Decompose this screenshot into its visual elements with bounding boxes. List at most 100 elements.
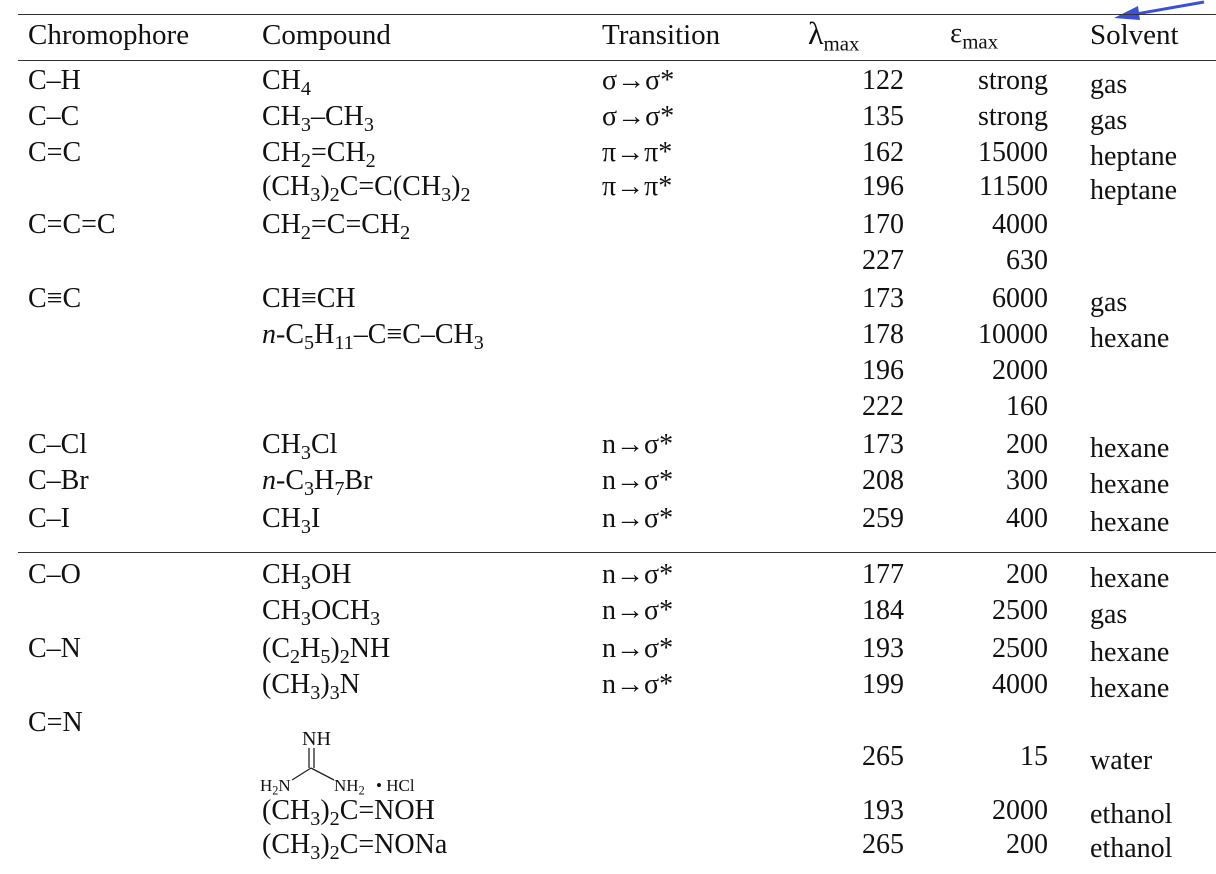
lambda-max-cell: 135 [862, 101, 904, 132]
guanidine-imine-label: NH [302, 728, 331, 750]
compound-cell: CH≡CH [262, 283, 356, 314]
transition-cell: n→σ* [602, 465, 674, 496]
chromophore-cell: C=C [28, 137, 82, 168]
chromophore-cell: C–Cl [28, 429, 88, 460]
lambda-max-cell: 196 [862, 171, 904, 202]
header-transition: Transition [602, 19, 721, 51]
solvent-cell: heptane [1090, 175, 1178, 206]
solvent-cell: gas [1090, 287, 1128, 318]
compound-cell: n-C3H7Br [262, 465, 373, 501]
guanidine-bonds-icon [291, 748, 335, 781]
epsilon-max-cell: 15000 [978, 137, 1048, 168]
guanidine-right-label: NH2 [334, 776, 365, 798]
header-epsilon-max: εmax [950, 17, 998, 52]
epsilon-max-cell: 200 [1006, 429, 1048, 460]
solvent-cell: hexane [1090, 673, 1170, 704]
epsilon-max-cell: 2500 [992, 595, 1048, 626]
chromophore-cell: C≡C [28, 283, 82, 314]
solvent-cell: hexane [1090, 323, 1170, 354]
lambda-max-cell: 173 [862, 283, 904, 314]
chromophore-cell: C–C [28, 101, 80, 132]
guanidine-structure: NH H2N NH2 • HCl [260, 728, 502, 797]
section-rule [18, 552, 1216, 553]
transition-cell: n→σ* [602, 559, 674, 590]
lambda-max-cell: 222 [862, 391, 904, 422]
transition-cell: n→σ* [602, 633, 674, 664]
chromophore-cell: C–Br [28, 465, 89, 496]
chromophore-cell: C=N [28, 707, 83, 738]
lambda-max-cell: 265 [862, 829, 904, 860]
compound-cell: CH3–CH3 [262, 101, 374, 137]
compound-cell: n-C5H11–C≡C–CH3 [262, 319, 484, 355]
compound-cell: CH3OCH3 [262, 595, 381, 631]
chromophore-cell: C=C=C [28, 209, 116, 240]
epsilon-max-cell: 11500 [979, 171, 1048, 202]
guanidine-salt-label: • HCl [376, 776, 415, 795]
epsilon-max-cell: 6000 [992, 283, 1048, 314]
header-rule [18, 60, 1216, 61]
solvent-cell: hexane [1090, 433, 1170, 464]
top-rule [18, 14, 1216, 15]
epsilon-max-cell: 200 [1006, 559, 1048, 590]
solvent-cell: gas [1090, 105, 1128, 136]
solvent-cell: water [1090, 745, 1153, 776]
solvent-cell: ethanol [1090, 833, 1173, 864]
chromophore-cell: C–N [28, 633, 81, 664]
epsilon-max-cell: strong [978, 65, 1048, 96]
transition-cell: σ→σ* [602, 65, 675, 96]
lambda-max-cell: 177 [862, 559, 904, 590]
epsilon-max-cell: 630 [1006, 245, 1048, 276]
lambda-max-cell: 259 [862, 503, 904, 534]
lambda-max-cell: 199 [862, 669, 904, 700]
compound-cell: CH2=CH2 [262, 137, 376, 173]
epsilon-max-cell: 15 [1020, 741, 1048, 772]
lambda-max-cell: 196 [862, 355, 904, 386]
transition-cell: σ→σ* [602, 101, 675, 132]
solvent-cell: gas [1090, 599, 1128, 630]
compound-cell: (CH3)2C=NOH [262, 795, 435, 831]
solvent-cell: gas [1090, 69, 1128, 100]
epsilon-max-cell: 400 [1006, 503, 1048, 534]
chromophore-cell: C–O [28, 559, 81, 590]
transition-cell: π→π* [602, 171, 673, 202]
lambda-max-cell: 193 [862, 633, 904, 664]
header-lambda-max: λmax [808, 15, 859, 54]
lambda-max-cell: 173 [862, 429, 904, 460]
solvent-cell: heptane [1090, 141, 1178, 172]
transition-cell: n→σ* [602, 503, 674, 534]
solvent-cell: ethanol [1090, 799, 1173, 830]
epsilon-max-cell: 160 [1006, 391, 1048, 422]
epsilon-max-cell: 2000 [992, 355, 1048, 386]
chromophore-cell: C–H [28, 65, 81, 96]
epsilon-max-cell: 4000 [992, 669, 1048, 700]
lambda-max-cell: 178 [862, 319, 904, 350]
lambda-max-cell: 227 [862, 245, 904, 276]
lambda-max-cell: 184 [862, 595, 904, 626]
epsilon-max-cell: 300 [1006, 465, 1048, 496]
lambda-symbol: λ [808, 15, 824, 51]
transition-cell: n→σ* [602, 669, 674, 700]
compound-cell: CH3OH [262, 559, 352, 595]
compound-cell: CH4 [262, 65, 311, 101]
lambda-max-cell: 162 [862, 137, 904, 168]
header-compound: Compound [262, 19, 391, 51]
lambda-subscript: max [823, 31, 860, 56]
compound-cell: CH2=C=CH2 [262, 209, 411, 245]
compound-cell: (C2H5)2NH [262, 633, 391, 669]
solvent-cell: hexane [1090, 563, 1170, 594]
epsilon-max-cell: 10000 [978, 319, 1048, 350]
epsilon-max-cell: 4000 [992, 209, 1048, 240]
transition-cell: π→π* [602, 137, 673, 168]
epsilon-symbol: ε [950, 17, 963, 49]
header-solvent: Solvent [1090, 19, 1179, 51]
lambda-max-cell: 193 [862, 795, 904, 826]
transition-cell: n→σ* [602, 429, 674, 460]
solvent-cell: hexane [1090, 469, 1170, 500]
solvent-cell: hexane [1090, 637, 1170, 668]
guanidine-left-label: H2N [260, 776, 291, 798]
lambda-max-cell: 170 [862, 209, 904, 240]
compound-cell: (CH3)2C=C(CH3)2 [262, 171, 471, 207]
solvent-cell: hexane [1090, 507, 1170, 538]
transition-cell: n→σ* [602, 595, 674, 626]
